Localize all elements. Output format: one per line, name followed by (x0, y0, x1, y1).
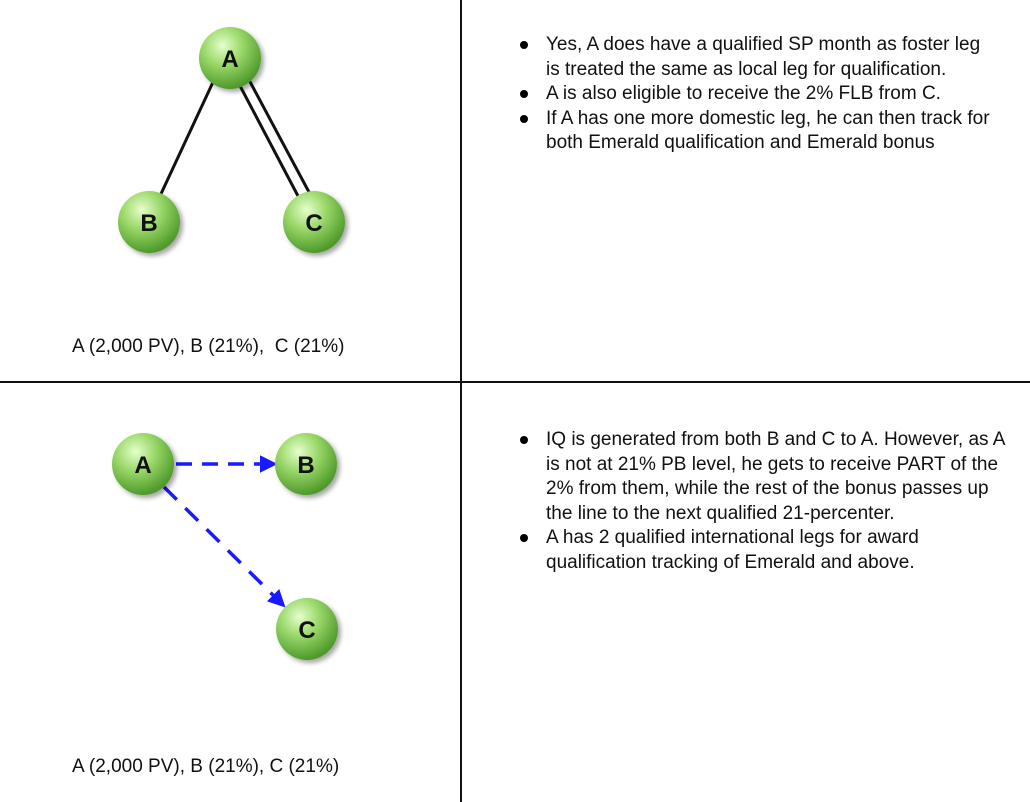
svg-text:C: C (298, 617, 315, 644)
bullet-icon (520, 114, 528, 123)
note-item: If A has one more domestic leg, he can t… (512, 107, 998, 156)
note-text: A has 2 qualified international legs for… (546, 527, 919, 573)
note-text: Yes, A does have a qualified SP month as… (546, 34, 981, 80)
note-text: If A has one more domestic leg, he can t… (546, 107, 990, 154)
svg-text:A: A (134, 452, 151, 479)
node-b: B (118, 191, 180, 253)
bottom-notes: IQ is generated from both B and C to A. … (512, 428, 1012, 575)
edge-a-b (158, 79, 216, 197)
bottom-diagram: A B C (112, 433, 338, 660)
horizontal-divider (0, 381, 1030, 383)
vertical-divider (460, 0, 462, 802)
bottom-caption: A (2,000 PV), B (21%), C (21%) (72, 756, 340, 777)
svg-text:B: B (297, 452, 314, 479)
bullet-icon (520, 41, 528, 49)
node-a: A (199, 27, 261, 89)
note-text: IQ is generated from both B and C to A. … (546, 429, 1005, 524)
top-diagram: A B C (118, 27, 345, 253)
note-text: A is also eligible to receive the 2% FLB… (546, 83, 941, 104)
note-item: A is also eligible to receive the 2% FLB… (512, 82, 998, 107)
edge-a-c-2 (246, 77, 312, 195)
bullet-icon (520, 436, 528, 444)
bullet-icon (520, 90, 528, 98)
top-caption: A (2,000 PV), B (21%), C (21%) (72, 336, 345, 357)
node-a: A (112, 433, 174, 495)
bullet-icon (520, 534, 528, 542)
node-b: B (275, 433, 337, 495)
arrow-a-c (162, 485, 286, 608)
note-item: Yes, A does have a qualified SP month as… (512, 33, 998, 82)
svg-text:C: C (305, 210, 322, 237)
note-item: IQ is generated from both B and C to A. … (512, 428, 1012, 526)
svg-text:B: B (140, 210, 157, 237)
note-item: A has 2 qualified international legs for… (512, 526, 1012, 575)
svg-text:A: A (221, 46, 238, 73)
node-c: C (283, 191, 345, 253)
edge-a-c-1 (236, 81, 300, 197)
node-c: C (276, 598, 338, 660)
top-notes: Yes, A does have a qualified SP month as… (512, 33, 998, 156)
